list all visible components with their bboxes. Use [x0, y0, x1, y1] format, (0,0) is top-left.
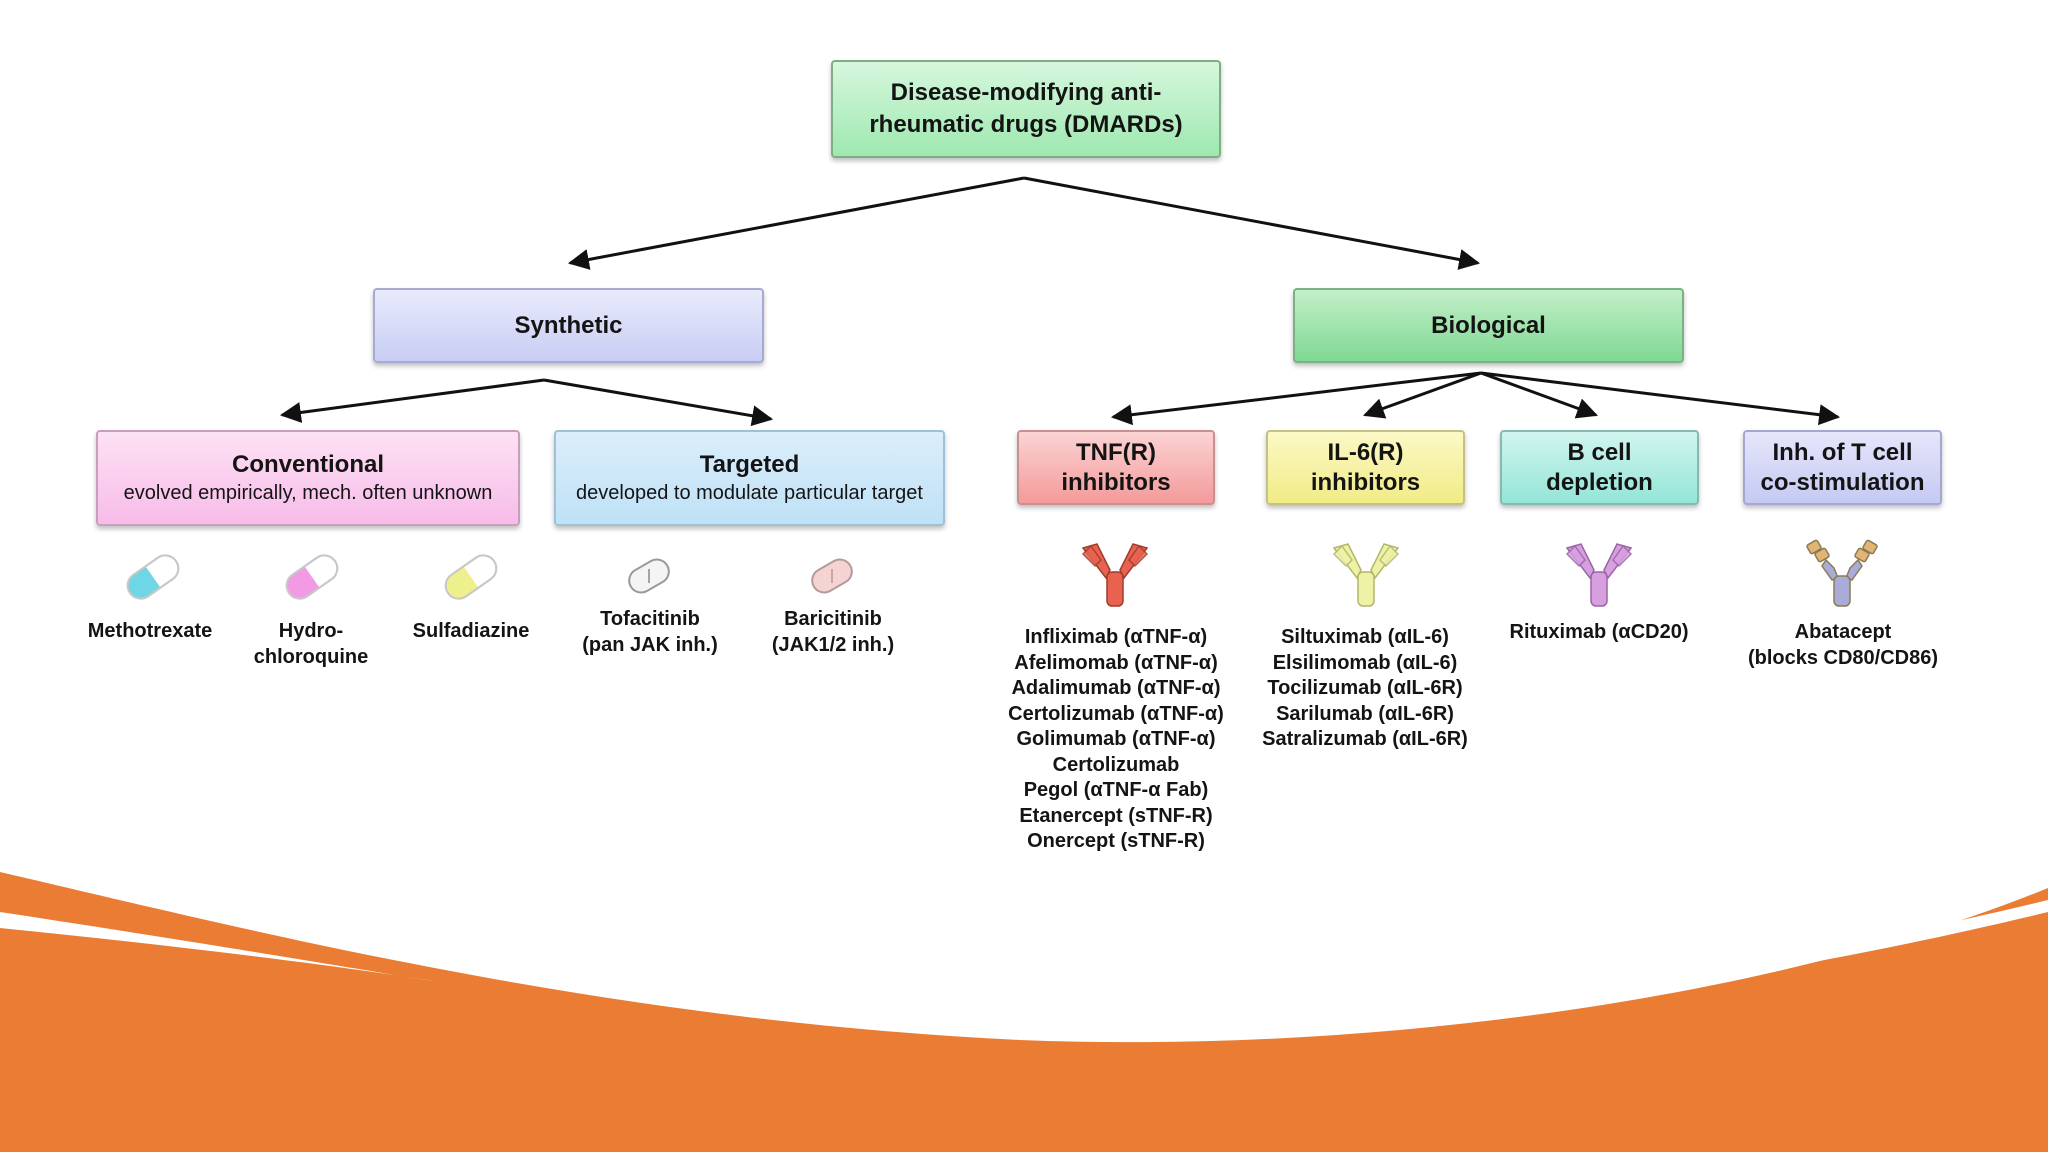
drug-list-item: Siltuximab (αIL-6): [1281, 626, 1449, 648]
arrow-synthetic-targeted: [543, 378, 774, 427]
drug-name-line: Sulfadiazine: [412, 620, 530, 642]
drug-label-tofacitinib: Tofacitinib (pan JAK inh.): [582, 606, 718, 658]
node-targeted: Targeted developed to modulate particula…: [554, 430, 945, 526]
node-targeted-title: Targeted: [699, 451, 800, 478]
node-bcell-line1: B cell: [1567, 438, 1632, 466]
node-tnf-inhibitors: TNF(R) inhibitors: [1017, 430, 1215, 505]
node-tcell-costimulation: Inh. of T cell co-stimulation: [1743, 430, 1942, 505]
node-tcell-line1: Inh. of T cell: [1772, 438, 1913, 466]
drug-list-item: Afelimomab (αTNF-α): [1014, 651, 1218, 674]
capsule-icon: [285, 554, 339, 600]
drug-name-line: Baricitinib: [784, 608, 882, 630]
tnf-drug-list: Infliximab (αTNF-α) Afelimomab (αTNF-α) …: [1008, 625, 1224, 855]
drug-list-item: Sarilumab (αIL-6R): [1276, 702, 1454, 725]
drug-list-item: Infliximab (αTNF-α): [1024, 626, 1208, 648]
bcell-drug-list: Rituximab (αCD20): [1510, 620, 1689, 646]
drug-list-item: (blocks CD80/CD86): [1747, 646, 1939, 669]
drug-list-item: Rituximab (αCD20): [1509, 621, 1689, 643]
arrow-root-synthetic: [567, 176, 1025, 270]
arrow-root-biological: [1023, 176, 1481, 270]
node-tnf-line2: inhibitors: [1061, 468, 1171, 496]
drug-name-line: Methotrexate: [87, 620, 213, 642]
node-biological-label: Biological: [1431, 311, 1546, 339]
node-conventional-subtitle: evolved empirically, mech. often unknown: [123, 482, 493, 504]
node-dmards-line1: Disease-modifying anti-: [890, 79, 1162, 106]
capsule-icon: [126, 554, 180, 600]
arrow-biological-tcell: [1480, 371, 1841, 426]
arrow-biological-bcell: [1480, 371, 1598, 419]
drug-list-item: Pegol (αTNF-α Fab): [1023, 779, 1209, 801]
tcell-drug-list: Abatacept (blocks CD80/CD86): [1748, 620, 1938, 671]
drug-name-line: chloroquine: [253, 646, 369, 668]
drug-name-line: (JAK1/2 inh.): [771, 634, 895, 656]
drug-name-line: (pan JAK inh.): [582, 634, 718, 656]
node-il6-inhibitors: IL-6(R) inhibitors: [1266, 430, 1465, 505]
arrow-biological-tnf: [1110, 371, 1482, 426]
antibody-icon: [1081, 543, 1149, 607]
drug-list-item: Elsilimomab (αIL-6): [1272, 651, 1458, 674]
antibody-icon: [1565, 543, 1633, 607]
il6-drug-list: Siltuximab (αIL-6) Elsilimomab (αIL-6) T…: [1262, 625, 1468, 753]
drug-list-item: Tocilizumab (αIL-6R): [1267, 677, 1463, 699]
drug-label-baricitinib: Baricitinib (JAK1/2 inh.): [772, 606, 894, 658]
drug-label-sulfadiazine: Sulfadiazine: [413, 618, 530, 644]
drug-list-item: Etanercept (sTNF-R): [1019, 804, 1213, 827]
tablet-icon: [628, 558, 670, 594]
node-il6-line1: IL-6(R): [1327, 438, 1404, 466]
node-dmards: Disease-modifying anti- rheumatic drugs …: [831, 60, 1221, 158]
drug-label-hydroxychloroquine: Hydro- chloroquine: [254, 618, 368, 670]
node-biological: Biological: [1293, 288, 1684, 363]
capsule-icon: [444, 554, 498, 600]
node-il6-line2: inhibitors: [1310, 468, 1421, 496]
node-targeted-subtitle: developed to modulate particular target: [576, 482, 923, 504]
tablet-icon: [811, 558, 853, 594]
drug-list-item: Certolizumab (αTNF-α): [1008, 702, 1224, 725]
drug-list-item: Abatacept: [1794, 621, 1892, 643]
node-conventional: Conventional evolved empirically, mech. …: [96, 430, 520, 526]
drug-name-line: Hydro-: [278, 620, 344, 642]
drug-label-methotrexate: Methotrexate: [88, 618, 212, 644]
node-conventional-title: Conventional: [231, 451, 384, 478]
node-synthetic: Synthetic: [373, 288, 764, 363]
node-tcell-line2: co-stimulation: [1760, 468, 1925, 496]
drug-list-item: Golimumab (αTNF-α): [1016, 728, 1216, 750]
node-bcell-depletion: B cell depletion: [1500, 430, 1699, 505]
node-tnf-line1: TNF(R): [1076, 438, 1156, 466]
node-dmards-line2: rheumatic drugs (DMARDs): [869, 111, 1183, 138]
fusion-protein-icon: [1806, 539, 1878, 607]
arrow-synthetic-conventional: [279, 378, 545, 423]
drug-name-line: Tofacitinib: [600, 608, 700, 630]
drug-list-item: Adalimumab (αTNF-α): [1011, 677, 1221, 699]
node-bcell-line2: depletion: [1546, 468, 1653, 496]
drug-list-item: Satralizumab (αIL-6R): [1262, 728, 1468, 750]
drug-list-item: Onercept (sTNF-R): [1027, 830, 1205, 852]
drug-list-item: Certolizumab: [1052, 753, 1180, 776]
node-synthetic-label: Synthetic: [514, 311, 623, 339]
antibody-icon: [1332, 543, 1400, 607]
arrow-biological-il6: [1363, 371, 1482, 419]
